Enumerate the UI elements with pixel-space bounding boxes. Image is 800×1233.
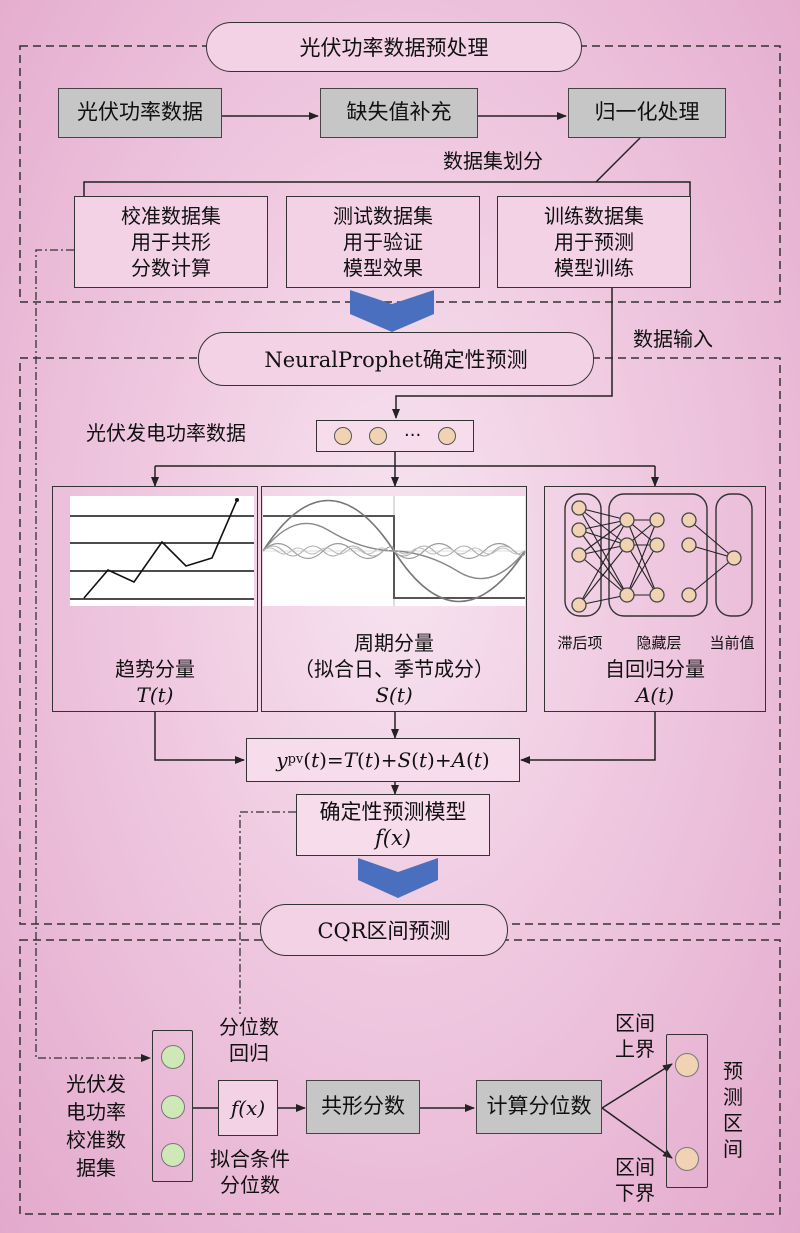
pv-power-data-label: 光伏发电功率数据 — [86, 421, 246, 445]
data-dot — [368, 427, 387, 445]
cqr-calib-data-label: 光伏发 电功率 校准数 据集 — [66, 1072, 126, 1180]
season-symbol: S(t) — [375, 683, 413, 707]
missing-fill-box: 缺失值补充 — [320, 88, 478, 138]
current-label: 当前值 — [709, 634, 755, 652]
model-link-line — [239, 811, 296, 1014]
test-set-box: 测试数据集 用于验证 模型效果 — [286, 196, 480, 288]
model-symbol: f(x) — [374, 826, 411, 850]
fx-box: f(x) — [218, 1080, 278, 1136]
deterministic-model-box: 确定性预测模型 f(x) — [296, 794, 490, 856]
conformal-score-box: 共形分数 — [306, 1080, 420, 1134]
cqr-section-title: CQR区间预测 — [260, 904, 508, 956]
interval-node-column — [666, 1034, 708, 1188]
hidden-label: 隐藏层 — [636, 634, 682, 652]
chevron-1 — [350, 290, 434, 332]
fit-quantile-label: 拟合条件 分位数 — [210, 1147, 290, 1197]
arrow-to-lower — [601, 1107, 673, 1159]
neuralprophet-section-title: NeuralProphet确定性预测 — [198, 332, 594, 386]
ar-name: 自回归分量 — [605, 657, 705, 681]
ar-symbol: A(t) — [635, 683, 675, 707]
calib-node — [161, 1143, 185, 1167]
split-bracket — [83, 181, 691, 196]
arrow-trend-to-formula — [154, 712, 245, 764]
model-name: 确定性预测模型 — [319, 799, 467, 824]
calc-quantile-box: 计算分位数 — [476, 1080, 602, 1134]
split-diagonal — [595, 137, 641, 183]
seasonality-chart — [262, 496, 526, 606]
calib-link-line — [35, 249, 151, 1062]
preprocess-section-title: 光伏功率数据预处理 — [206, 22, 582, 72]
seasonality-panel — [261, 486, 527, 712]
data-dot — [438, 427, 457, 445]
calib-node — [161, 1045, 185, 1069]
upper-bound-label: 区间 上界 — [615, 1011, 655, 1061]
arrow-to-upper — [601, 1063, 673, 1109]
ellipsis: ··· — [404, 425, 422, 447]
upper-node — [675, 1053, 699, 1077]
calib-node — [161, 1095, 185, 1119]
chevron-2 — [358, 858, 438, 898]
lower-bound-label: 区间 下界 — [615, 1155, 655, 1205]
arrow-ar-to-formula — [520, 712, 656, 764]
trend-chart — [70, 496, 254, 606]
calib-node-column — [152, 1030, 193, 1182]
calibration-set-box: 校准数据集 用于共形 分数计算 — [74, 196, 268, 288]
data-input-line — [392, 288, 613, 419]
lag-label: 滞后项 — [557, 634, 603, 652]
normalize-box: 归一化处理 — [568, 88, 726, 138]
trend-name: 趋势分量 — [115, 657, 195, 681]
train-set-box: 训练数据集 用于预测 模型训练 — [497, 196, 691, 288]
ar-network — [564, 493, 753, 617]
trend-panel — [52, 486, 258, 712]
prediction-interval-label: 预测 区间 — [723, 1059, 743, 1161]
season-name: 周期分量 （拟合日、季节成分） — [294, 631, 494, 681]
split-label: 数据集划分 — [443, 149, 543, 173]
trend-symbol: T(t) — [136, 683, 174, 707]
raw-pv-data-box: 光伏功率数据 — [58, 88, 222, 138]
data-dot — [333, 427, 352, 445]
lower-node — [675, 1147, 699, 1171]
quantile-regression-label: 分位数 回归 — [219, 1015, 279, 1065]
ar-panel — [544, 486, 766, 712]
data-input-label: 数据输入 — [633, 327, 713, 351]
data-sequence-box: ··· — [316, 420, 474, 452]
